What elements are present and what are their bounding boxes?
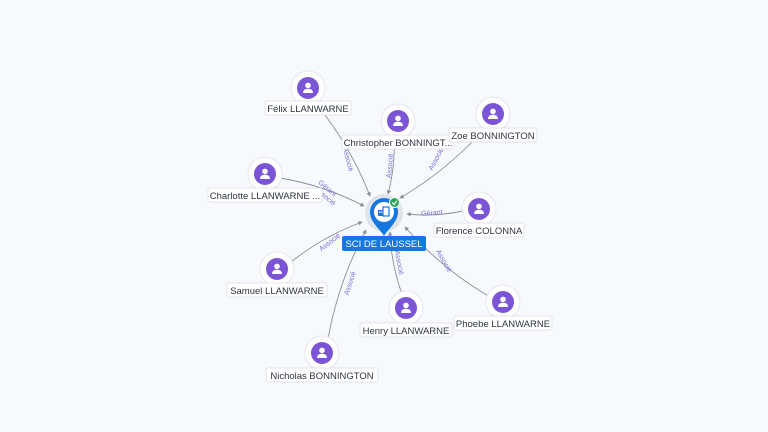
edge-label-henry: Associé [393, 250, 404, 275]
person-icon [488, 108, 498, 119]
person-icon [303, 82, 313, 93]
person-name-felix: Félix LLANWARNE [267, 104, 348, 115]
person-icon [260, 168, 270, 179]
person-node-nicholas[interactable]: Nicholas BONNINGTON [265, 335, 379, 383]
person-name-phoebe: Phoebe LLANWARNE [456, 319, 550, 330]
edge-samuel [290, 221, 363, 263]
person-name-box [264, 100, 352, 116]
person-node-samuel[interactable]: Samuel LLANWARNE [226, 251, 328, 298]
check-icon [389, 197, 400, 208]
person-node-charlotte[interactable]: Charlotte LLANWARNE ... [207, 156, 323, 203]
person-node-florence[interactable]: Florence COLONNA [433, 191, 525, 238]
person-name-box [453, 315, 553, 331]
edge-charlotte [279, 177, 365, 207]
person-icon [393, 115, 403, 126]
company-label-box [342, 236, 426, 251]
person-name-charlotte: Charlotte LLANWARNE ... [210, 191, 321, 202]
person-name-henry: Henry LLANWARNE [363, 326, 450, 337]
person-node-christopher[interactable]: Christopher BONNINGT... [341, 103, 455, 150]
company-node[interactable]: SCI DE LAUSSEL [342, 194, 426, 251]
person-name-box [207, 187, 323, 203]
person-name-florence: Florence COLONNA [436, 226, 523, 237]
person-name-box [265, 367, 379, 383]
person-icon [272, 263, 282, 274]
person-icon [474, 203, 484, 214]
person-name-box [359, 322, 453, 338]
person-node-henry[interactable]: Henry LLANWARNE [359, 290, 453, 338]
edge-label-phoebe: Associé [434, 249, 452, 274]
person-name-nicholas: Nicholas BONNINGTON [270, 371, 373, 382]
company-label: SCI DE LAUSSEL [345, 239, 422, 250]
person-icon [401, 302, 411, 313]
person-name-box [226, 282, 328, 298]
building-icon [378, 206, 390, 217]
person-node-phoebe[interactable]: Phoebe LLANWARNE [453, 284, 553, 331]
edge-phoebe [404, 226, 491, 298]
person-icon [498, 296, 508, 307]
person-node-felix[interactable]: Félix LLANWARNE [264, 70, 352, 116]
edge-label-felix: Associé [341, 147, 354, 173]
person-name-zoe: Zoe BONNINGTON [451, 131, 534, 142]
person-name-box [448, 127, 538, 143]
edge-florence [406, 210, 464, 217]
person-name-box [433, 222, 525, 238]
person-node-zoe[interactable]: Zoe BONNINGTON [448, 96, 538, 143]
person-name-christopher: Christopher BONNINGT... [344, 138, 453, 149]
edge-label-florence: Gérant [421, 209, 443, 218]
edge-label-samuel: Associé [318, 232, 342, 253]
person-name-samuel: Samuel LLANWARNE [230, 286, 324, 297]
nodes-layer: Félix LLANWARNE Christopher BONNINGT...Zo… [207, 70, 553, 383]
person-icon [317, 347, 327, 358]
edge-label-christopher: Associé [386, 153, 395, 178]
